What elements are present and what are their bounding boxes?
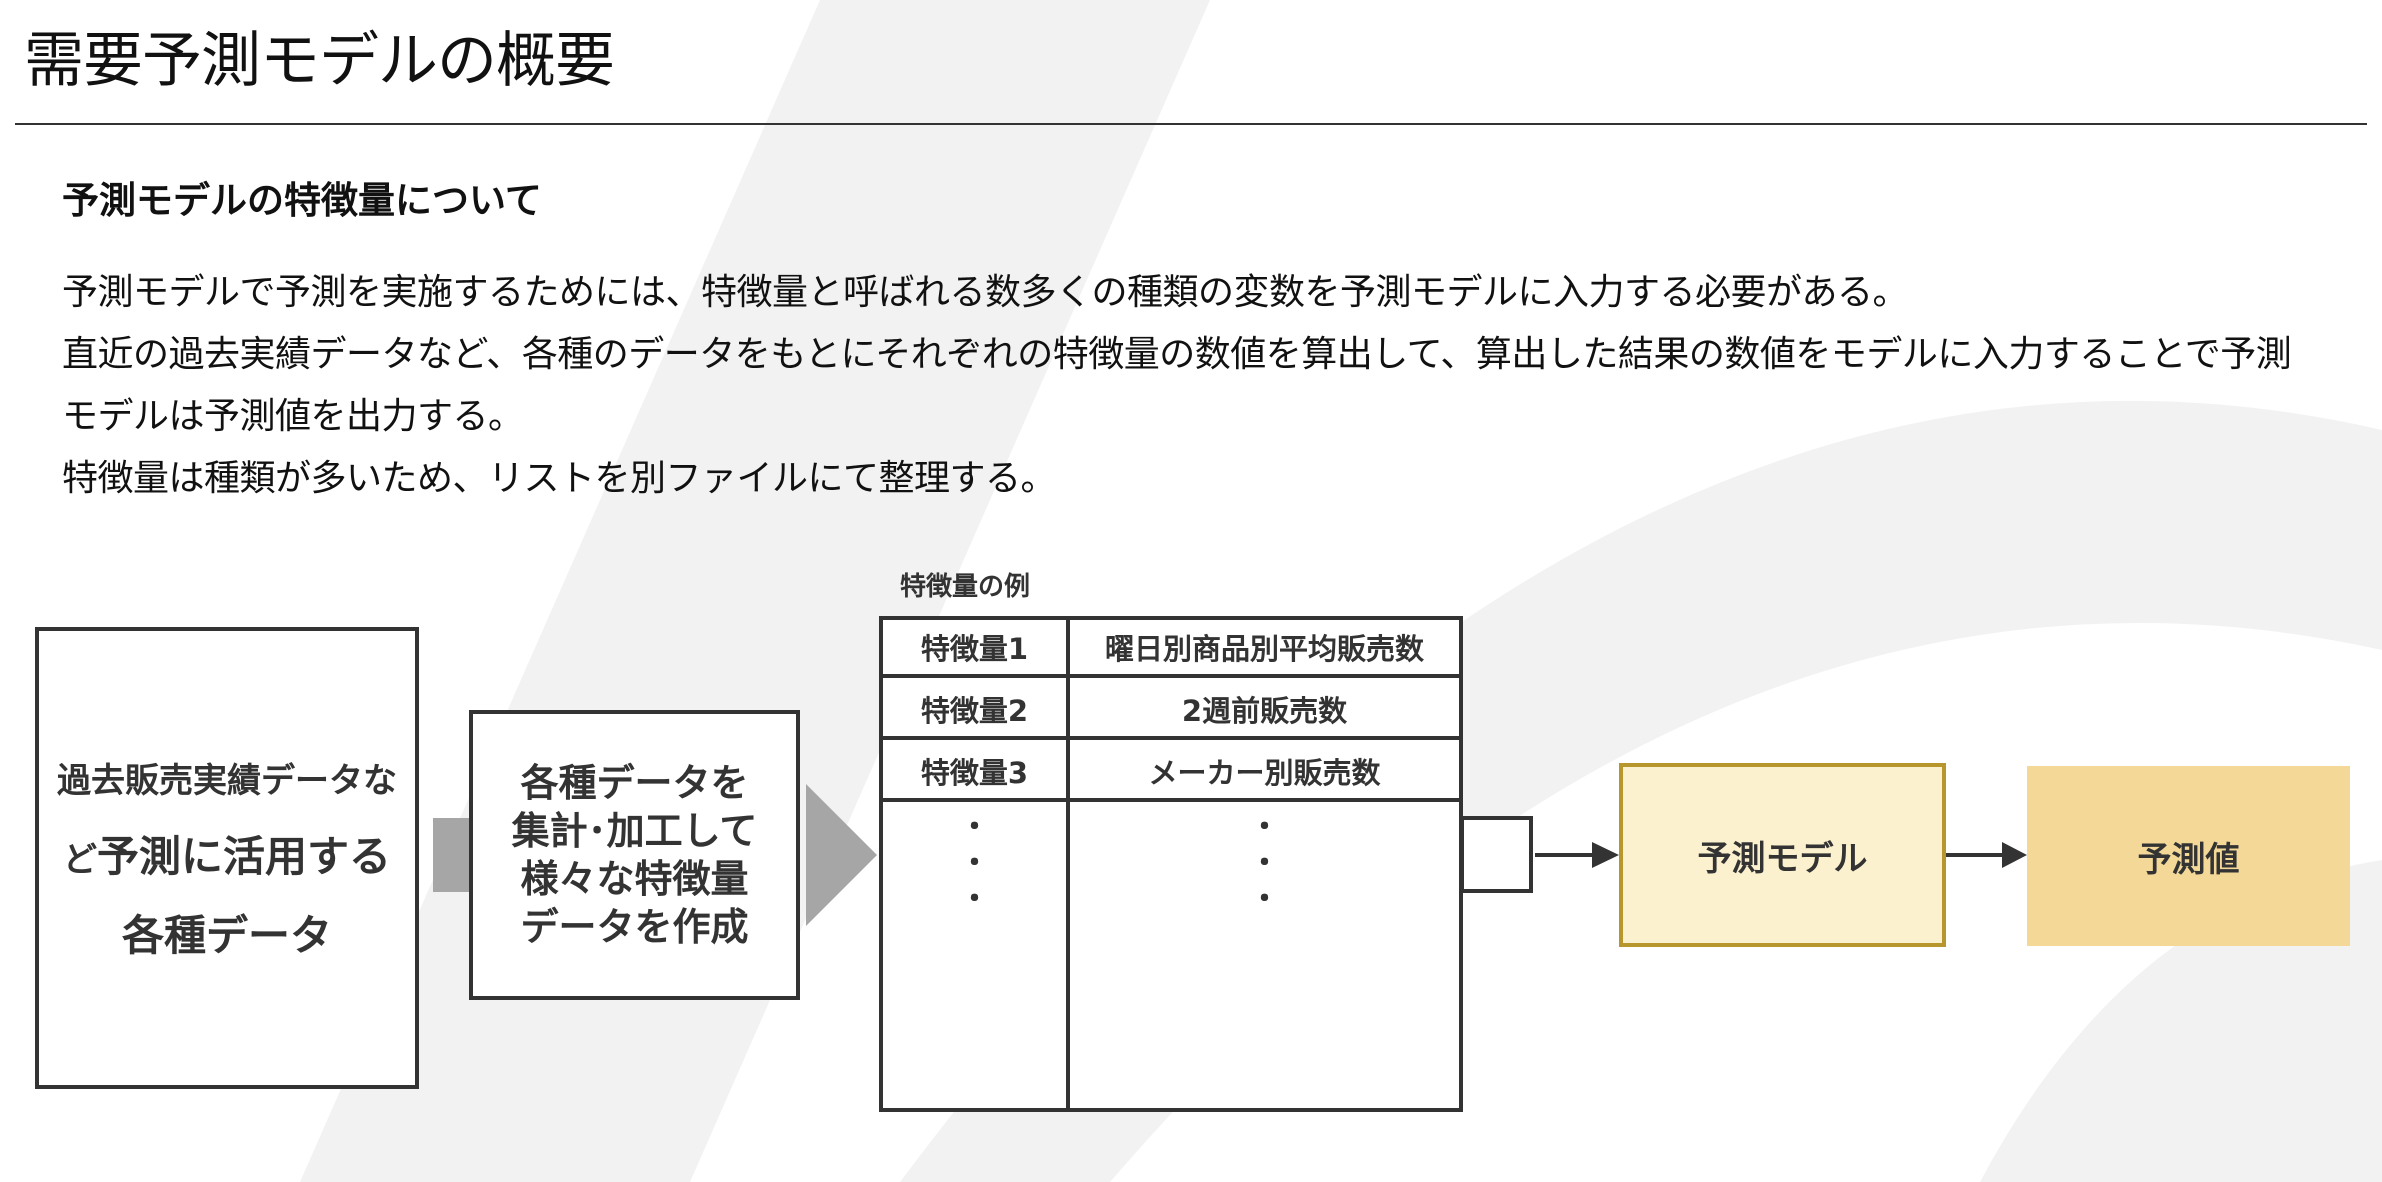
source-data-box: 過去販売実績データな ど予測に活用する 各種データ bbox=[35, 627, 419, 1089]
title-divider bbox=[15, 123, 2367, 125]
table-connector-box bbox=[1460, 816, 1533, 893]
section-heading: 予測モデルの特徴量について bbox=[62, 179, 542, 222]
paragraph-line-3: モデルは予測値を出力する。 bbox=[62, 396, 524, 437]
paragraph-line-2: 直近の過去実績データなど、各種のデータをもとにそれぞれの特徴量の数値を算出して、… bbox=[62, 334, 2292, 375]
feature-description: メーカー別販売数 bbox=[1148, 756, 1381, 790]
prediction-model-box: 予測モデル bbox=[1619, 763, 1946, 947]
feature-name: 特徴量1 bbox=[920, 632, 1029, 666]
process-line-1: 各種データを bbox=[520, 761, 749, 805]
feature-name: 特徴量2 bbox=[920, 694, 1029, 728]
features-table-column-divider bbox=[1066, 620, 1070, 1108]
feature-name-ellipsis: ・ ・ ・ bbox=[959, 810, 990, 917]
source-line-1: 過去販売実績データな bbox=[57, 760, 397, 801]
paragraph-line-4: 特徴量は種類が多いため、リストを別ファイルにて整理する。 bbox=[62, 458, 1057, 499]
feature-creation-box: 各種データを 集計･加工して 様々な特徴量 データを作成 bbox=[469, 710, 800, 1000]
description-paragraph: 予測モデルで予測を実施するためには、特徴量と呼ばれる数多くの種類の変数を予測モデ… bbox=[62, 262, 2362, 510]
feature-description-ellipsis: ・ ・ ・ bbox=[1249, 810, 1280, 917]
process-line-4: データを作成 bbox=[520, 905, 749, 949]
feature-row: 特徴量2 2週前販売数 bbox=[883, 682, 1459, 740]
feature-name: 特徴量3 bbox=[920, 756, 1029, 790]
source-line-3: 各種データ bbox=[121, 910, 332, 960]
feature-description: 曜日別商品別平均販売数 bbox=[1104, 632, 1424, 666]
paragraph-line-1: 予測モデルで予測を実施するためには、特徴量と呼ばれる数多くの種類の変数を予測モデ… bbox=[62, 272, 1909, 313]
source-line-2-prefix: ど bbox=[62, 839, 97, 880]
features-table: 特徴量1 曜日別商品別平均販売数 特徴量2 2週前販売数 特徴量3 メーカー別販… bbox=[879, 616, 1463, 1112]
source-line-2: ど予測に活用する bbox=[63, 819, 391, 898]
source-line-2-main: 予測に活用する bbox=[96, 831, 391, 881]
feature-description: 2週前販売数 bbox=[1181, 694, 1348, 728]
prediction-result-box: 予測値 bbox=[2027, 766, 2350, 946]
page-title: 需要予測モデルの概要 bbox=[24, 26, 615, 96]
features-caption: 特徴量の例 bbox=[900, 572, 1031, 602]
process-line-3: 様々な特徴量 bbox=[520, 857, 749, 901]
feature-row: 特徴量3 メーカー別販売数 bbox=[883, 744, 1459, 802]
feature-row: 特徴量1 曜日別商品別平均販売数 bbox=[883, 620, 1459, 678]
process-line-2: 集計･加工して bbox=[511, 809, 758, 853]
